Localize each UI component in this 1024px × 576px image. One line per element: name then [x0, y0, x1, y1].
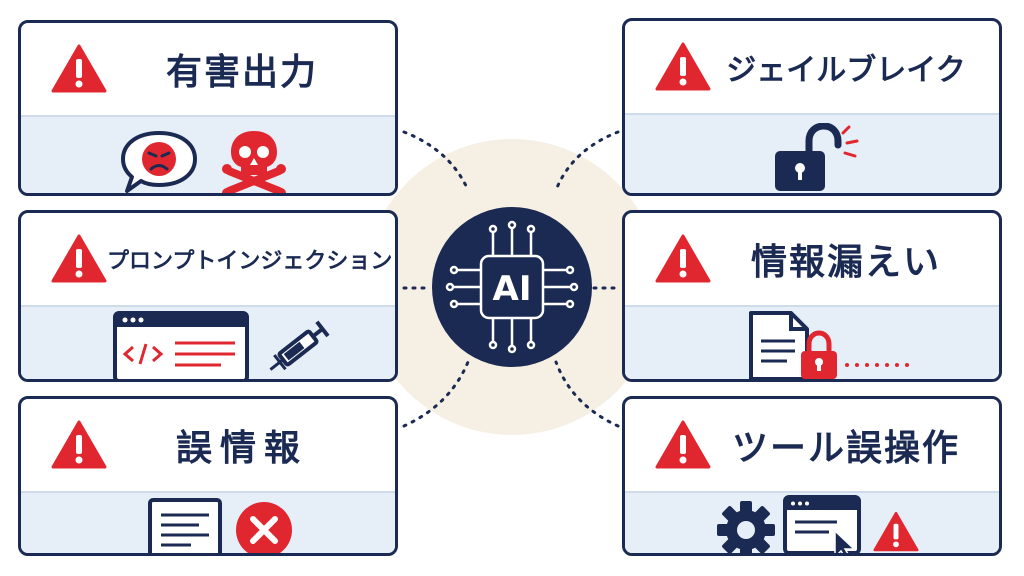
warning-icon [51, 44, 107, 93]
ai-label: AI [493, 269, 532, 309]
risk-card-jailbreak: ジェイルブレイク [622, 18, 1002, 196]
warning-icon [51, 420, 107, 469]
connector-jailbreak [554, 130, 620, 192]
ai-chip-icon: AI [432, 207, 592, 367]
warning-icon [655, 42, 711, 91]
ai-hub: AI [431, 206, 593, 368]
connector-misinformation [402, 360, 470, 428]
code-window-icon [113, 311, 249, 379]
skull-crossbones-icon [222, 131, 286, 193]
browser-cursor-icon [783, 495, 861, 553]
risk-card-harmful-output: 有害出力 [18, 20, 398, 196]
risk-title: 誤情報 [175, 428, 308, 469]
document-icon [148, 498, 222, 553]
document-lock-icon [749, 311, 909, 379]
syringe-icon [269, 320, 330, 371]
warning-icon [655, 234, 711, 283]
risk-card-misinformation: 誤情報 [18, 396, 398, 556]
risk-title: プロンプトインジェクション [107, 249, 393, 274]
risk-title: ツール誤操作 [731, 428, 960, 469]
warning-triangle-icon [873, 511, 919, 552]
warning-icon [51, 234, 107, 283]
risk-title: 情報漏えい [750, 242, 941, 283]
gear-icon [717, 501, 775, 553]
unlocked-padlock-icon [775, 123, 859, 191]
risk-title: 有害出力 [165, 52, 318, 93]
risk-title: ジェイルブレイク [726, 53, 966, 88]
connector-tool-misuse [554, 360, 620, 428]
warning-icon [655, 420, 711, 469]
connector-harmful-output [402, 130, 470, 192]
risk-card-information-leak: 情報漏えい [622, 210, 1002, 382]
risk-card-prompt-injection: プロンプトインジェクション [18, 210, 398, 382]
angry-speech-bubble-icon [121, 131, 197, 193]
x-circle-icon [236, 502, 292, 553]
risk-card-tool-misuse: ツール誤操作 [622, 396, 1002, 556]
